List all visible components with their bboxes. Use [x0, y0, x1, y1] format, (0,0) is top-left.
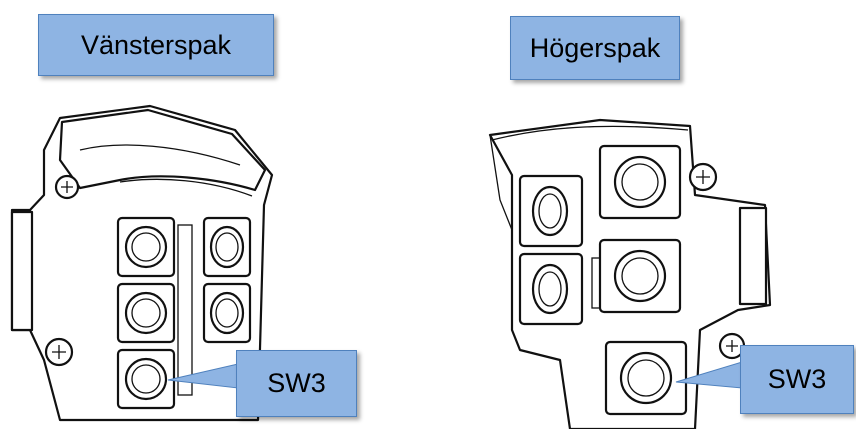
left-button-1-icon: [116, 216, 176, 278]
right-button-3-icon: [518, 252, 584, 326]
left-button-3-icon: [116, 282, 176, 344]
right-button-1-icon: [518, 174, 584, 248]
right-lever-title: Högerspak: [510, 16, 680, 80]
right-sw3-callout: SW3: [740, 345, 854, 414]
right-button-2-icon: [598, 144, 682, 220]
left-lever-title: Vänsterspak: [38, 14, 274, 76]
left-sw3-callout: SW3: [236, 350, 357, 417]
left-button-2-icon: [202, 216, 252, 278]
right-button-4-icon: [598, 238, 682, 314]
left-button-4-icon: [202, 282, 252, 344]
right-button-sw3-icon: [604, 340, 688, 416]
left-button-sw3-icon: [116, 348, 176, 410]
